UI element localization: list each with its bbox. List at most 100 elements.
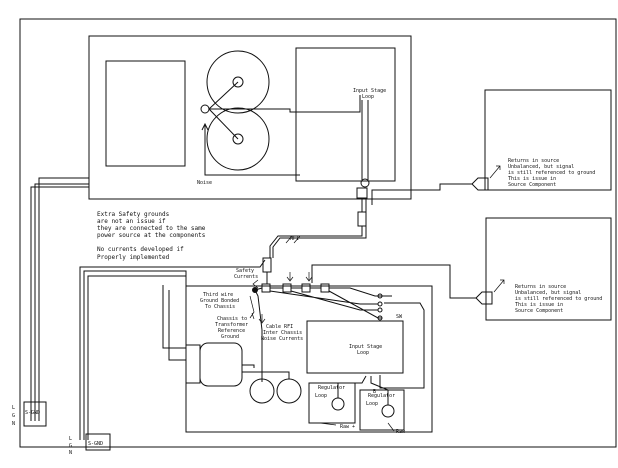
raw-plus-label: Raw +	[340, 424, 355, 430]
cable-rfi-label-1: Cable RFI	[266, 324, 293, 330]
l2-label: L	[69, 436, 72, 442]
regulator-1-label-a: Regulator	[318, 385, 345, 391]
mains-cord-1	[30, 186, 89, 421]
regulator-2-knob	[381, 404, 395, 418]
returns-2-line-b: Unbalanced, but signal	[515, 290, 581, 296]
returns-2-line-e: Source Component	[515, 308, 563, 314]
regulator-feeds	[337, 375, 389, 405]
top-to-rfi-wire-2	[272, 198, 367, 258]
regulator-2-label-b: Loop	[366, 401, 378, 407]
sw-contact-1	[377, 293, 383, 299]
sw-contact-4	[377, 315, 383, 321]
lower-reel-hub	[232, 133, 244, 145]
to-chassis-label: To Chassis	[205, 304, 235, 310]
transformer-core	[199, 342, 243, 387]
regulator-box-1	[308, 382, 356, 424]
input-stage-bottom-label-2: Loop	[357, 350, 369, 356]
safety-currents-label-1: Safety	[236, 268, 254, 274]
ground-bonded-label: Ground Bonded	[200, 298, 239, 304]
cable-rfi-arrow	[258, 314, 266, 324]
extra-safety-2: are not an issue if	[97, 218, 166, 225]
b-label: B	[373, 389, 376, 395]
g1-label: G	[12, 413, 15, 419]
no-currents-2: Properly implemented	[97, 254, 170, 261]
top-left-panel	[105, 60, 186, 167]
rfi-plug	[262, 257, 272, 273]
mains-cord-2c	[87, 275, 186, 440]
returns-1-line-d: This is issue in	[508, 176, 556, 182]
mains-cord-1b	[34, 183, 89, 421]
raw-minus-label: Raw -	[396, 429, 411, 435]
diagram-frame	[19, 18, 617, 448]
extra-safety-1: Extra Safety grounds	[97, 211, 170, 218]
noise-arrow	[201, 122, 300, 176]
source-1-jack	[471, 177, 489, 191]
returns-2-line-a: Returns in source	[515, 284, 566, 290]
n2-label: N	[69, 450, 72, 456]
input-jack-4	[320, 283, 330, 293]
input-jack-2	[282, 283, 292, 293]
top-loop-wire	[361, 100, 369, 180]
transformer-to-caps	[242, 364, 262, 373]
regulator-1-label-b: Loop	[315, 393, 327, 399]
chassis-transformer-arrow	[249, 295, 255, 320]
chassis-transformer-3: Reference	[218, 328, 245, 334]
regulator-1-knob	[331, 397, 345, 411]
regulator-box-2	[359, 389, 405, 431]
raw-plus-arrow	[319, 422, 337, 426]
returns-2-line-d: This is issue in	[515, 302, 563, 308]
mains-cord-2b	[79, 259, 266, 440]
returns-2-line-c: is still referenced to ground	[515, 296, 602, 302]
source-1-cable	[371, 183, 472, 205]
safety-currents-label-2: Currents	[234, 274, 258, 280]
returns-1-line-c: is still referenced to ground	[508, 170, 595, 176]
s-gnd-2-label: S-GND	[88, 441, 103, 447]
returns-1-line-e: Source Component	[508, 182, 556, 188]
sw-label: SW	[396, 314, 403, 320]
returns-1-line-a: Returns in source	[508, 158, 559, 164]
input-jack-3	[301, 283, 311, 293]
ground-bond-wires	[254, 287, 263, 382]
rfi-arrows	[285, 235, 301, 244]
mains-cord-1c	[38, 177, 89, 421]
sw-contact-3	[377, 307, 383, 313]
top-connector-b	[357, 211, 367, 227]
extra-safety-4: power source at the components	[97, 232, 206, 239]
returns-1-line-b: Unbalanced, but signal	[508, 164, 574, 170]
sw-contact-2	[377, 301, 383, 307]
source-component-1	[484, 89, 612, 191]
regulator-2-label-a: Regulator	[368, 393, 395, 399]
lower-reel	[206, 107, 270, 171]
filter-cap-1	[249, 378, 275, 404]
source-2-cable	[311, 264, 476, 299]
safety-arrow	[252, 279, 259, 289]
mains-cord-2	[83, 270, 187, 440]
no-currents-1: No currents developed if	[97, 246, 184, 253]
transformer-plate	[185, 344, 201, 384]
chassis-transformer-2: Transformer	[215, 322, 248, 328]
top-connector-a	[356, 187, 368, 199]
amp-cord-lead	[162, 285, 186, 361]
input-jack-1	[261, 283, 271, 293]
noise-top-label: Noise	[197, 180, 212, 186]
source-1-return-arrow	[489, 165, 501, 179]
sw-to-input	[379, 302, 425, 389]
filter-cap-2	[276, 378, 302, 404]
top-component-box	[88, 35, 412, 200]
cable-rfi-label-3: Noise Currents	[261, 336, 303, 342]
n1-label: N	[12, 421, 15, 427]
amp-input-stage-box	[306, 320, 404, 374]
top-loop-jack	[360, 178, 370, 188]
s-gnd-1-label: S-GND	[25, 410, 40, 416]
input-stage-top-label: Input Stage	[353, 88, 386, 94]
input-stage-bottom-label: Input Stage	[349, 344, 382, 350]
input-stage-top-label-2: Loop	[362, 94, 374, 100]
l1-label: L	[12, 405, 15, 411]
selector-wiring	[269, 287, 392, 319]
upper-reel-hub	[232, 76, 244, 88]
third-wire-label: Third wire	[203, 292, 233, 298]
source-2-jack	[475, 291, 493, 305]
caps-wire	[261, 371, 290, 379]
tonearm-lead	[209, 95, 361, 113]
